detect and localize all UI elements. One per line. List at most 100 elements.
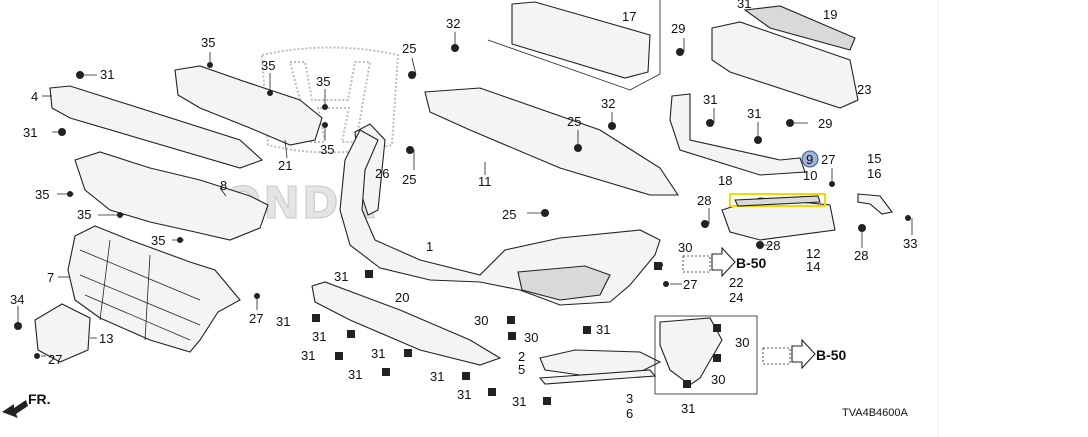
callout-13: 13	[99, 331, 113, 346]
callout-22: 22	[729, 275, 743, 290]
part-13-license-bracket	[34, 303, 91, 363]
reference-box-1	[682, 255, 711, 273]
callout-31: 31	[457, 387, 471, 402]
part-4-upper-garnish	[49, 85, 264, 169]
callout-35: 35	[261, 58, 275, 73]
callout-32: 32	[446, 16, 460, 31]
diagram-code: TVA4B4600A	[842, 407, 909, 419]
fog-lamp-opening	[517, 265, 611, 301]
callout-16: 16	[867, 166, 881, 181]
callout-31: 31	[23, 125, 37, 140]
callout-2: 2	[518, 349, 525, 364]
callout-31: 31	[747, 106, 761, 121]
callout-31: 31	[703, 92, 717, 107]
part-1-bumper-face	[339, 129, 661, 306]
callout-29: 29	[818, 116, 832, 131]
callout-28: 28	[854, 248, 868, 263]
callout-31: 31	[596, 322, 610, 337]
part-19-cover	[743, 5, 856, 51]
callout-17: 17	[622, 9, 636, 24]
callout-4: 4	[31, 89, 38, 104]
callout-35: 35	[151, 233, 165, 248]
callout-27: 27	[48, 352, 62, 367]
callout-31: 31	[371, 346, 385, 361]
leader-17-frame	[487, 0, 661, 91]
callout-30: 30	[474, 313, 488, 328]
callout-6: 6	[626, 406, 633, 421]
callout-35: 35	[320, 142, 334, 157]
callout-3: 3	[626, 391, 633, 406]
leader-8	[219, 187, 227, 197]
fasteners	[14, 44, 911, 405]
callout-25: 25	[502, 207, 516, 222]
callout-35: 35	[201, 35, 215, 50]
callout-19: 19	[823, 7, 837, 22]
callout-35: 35	[77, 207, 91, 222]
callout-25: 25	[402, 41, 416, 56]
callout-31: 31	[737, 0, 751, 11]
callout-28: 28	[766, 238, 780, 253]
callout-34: 34	[10, 292, 24, 307]
part-18-lower-bracket	[669, 93, 806, 176]
highlight-box-part-10	[729, 193, 826, 207]
callout-21: 21	[278, 158, 292, 173]
callout-5: 5	[518, 362, 525, 377]
callout-18: 18	[718, 173, 732, 188]
callout-30: 30	[735, 335, 749, 350]
marker-9	[801, 150, 819, 168]
callout-31: 31	[334, 269, 348, 284]
part-22-side-bracket	[659, 317, 723, 386]
callout-31: 31	[301, 348, 315, 363]
callout-31: 31	[100, 67, 114, 82]
reference-box-2	[762, 347, 791, 365]
callout-14: 14	[806, 259, 820, 274]
callout-7: 7	[47, 270, 54, 285]
inset-box-22-24	[654, 315, 758, 395]
part-20-lower-spoiler	[311, 281, 502, 366]
callout-20: 20	[395, 290, 409, 305]
callout-27: 27	[683, 277, 697, 292]
callout-31: 31	[512, 394, 526, 409]
callout-35: 35	[316, 74, 330, 89]
watermark-badge-outline	[260, 46, 400, 154]
callout-11: 11	[478, 174, 492, 189]
callout-9: 9	[806, 152, 813, 167]
callout-23: 23	[857, 82, 871, 97]
callout-31: 31	[430, 369, 444, 384]
part-17-air-shutter	[511, 1, 651, 79]
reference-arrow-1	[711, 246, 736, 278]
callout-28: 28	[697, 193, 711, 208]
part-12-side-spacer	[721, 197, 836, 241]
callout-27: 27	[249, 311, 263, 326]
callout-29: 29	[671, 21, 685, 36]
callout-15: 15	[867, 151, 881, 166]
part-15-16-bracket	[857, 193, 893, 215]
part-2-fog-garnish	[539, 349, 662, 376]
part-11-absorber	[424, 87, 680, 196]
callout-labels: 31 4 31 35 35 35 8 35 35 35 35 21 32 25 …	[10, 0, 917, 421]
callout-25: 25	[567, 114, 581, 129]
callout-31: 31	[312, 329, 326, 344]
callout-32: 32	[601, 96, 615, 111]
callout-35: 35	[35, 187, 49, 202]
callout-31: 31	[276, 314, 290, 329]
part-23-bulkhead	[711, 21, 859, 109]
callout-31: 31	[348, 367, 362, 382]
reference-arrow-2	[791, 338, 816, 370]
callout-26: 26	[375, 166, 389, 181]
callout-8: 8	[220, 178, 227, 193]
callout-30: 30	[678, 240, 692, 255]
reference-b50-2: B-50	[816, 347, 847, 363]
callout-30: 30	[711, 372, 725, 387]
part-7-front-grille	[67, 225, 241, 353]
leader-21	[284, 139, 288, 159]
part-10-strip	[734, 195, 821, 207]
front-label: FR.	[28, 391, 51, 407]
leader-lines	[17, 32, 913, 357]
callout-33: 33	[903, 236, 917, 251]
callout-25: 25	[402, 172, 416, 187]
front-arrow-icon	[2, 400, 28, 418]
part-8-upper-bracket	[74, 151, 269, 241]
callout-24: 24	[729, 290, 743, 305]
